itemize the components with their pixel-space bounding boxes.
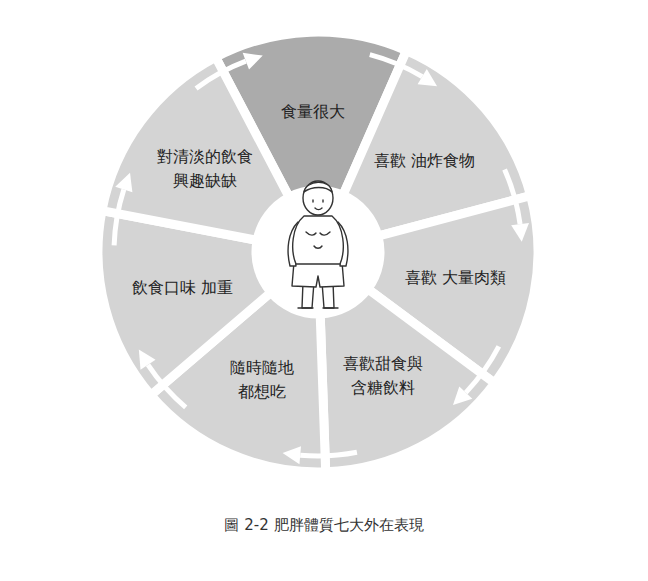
sector-label: 食量很大 xyxy=(262,100,364,124)
arrow-head xyxy=(115,173,132,192)
person-feet xyxy=(298,307,338,308)
person-chest xyxy=(306,232,330,235)
person-body xyxy=(293,216,344,264)
sector-label: 喜歡甜食與 含糖飲料 xyxy=(332,352,434,400)
sector-label: 喜歡 大量肉類 xyxy=(404,266,506,290)
sector-label: 喜歡 油炸食物 xyxy=(373,149,475,173)
cycle-arrow xyxy=(505,169,529,241)
person-face xyxy=(313,200,323,210)
sector-label-box: 食量很大 xyxy=(262,100,364,124)
cycle-arrow xyxy=(453,346,499,405)
person-hair xyxy=(304,182,332,192)
person-figure xyxy=(288,181,348,308)
sector-label-box: 喜歡 油炸食物 xyxy=(373,149,475,173)
arrow-head xyxy=(243,53,263,70)
cycle-arrow xyxy=(114,173,132,246)
sector-label-box: 隨時隨地 都想吃 xyxy=(211,356,313,404)
sector-label-box: 飲食口味 加重 xyxy=(131,276,233,300)
arrow-head xyxy=(453,386,472,405)
sector-label-box: 喜歡甜食與 含糖飲料 xyxy=(332,352,434,400)
sector-label: 隨時隨地 都想吃 xyxy=(211,356,313,404)
arrow-line xyxy=(196,61,246,88)
sector-shape xyxy=(102,57,289,240)
person-navel xyxy=(314,246,322,248)
arrow-line xyxy=(370,55,422,77)
sector-shape xyxy=(320,289,495,472)
arrow-line xyxy=(148,365,186,407)
arrow-line xyxy=(505,169,521,224)
arrow-line xyxy=(114,189,124,245)
cycle-arrow xyxy=(283,446,357,464)
arrow-head xyxy=(511,223,529,242)
cycle-arrow xyxy=(370,55,437,87)
arrow-head xyxy=(418,69,437,86)
sector-label: 對清淡的飲食 興趣缺缺 xyxy=(154,145,256,193)
arrow-head xyxy=(283,446,301,464)
figure-caption: 圖 2-2 肥胖體質七大外在表現 xyxy=(0,516,648,535)
person-head xyxy=(303,181,333,215)
cycle-arrow xyxy=(196,53,263,89)
sector-label-box: 喜歡 大量肉類 xyxy=(404,266,506,290)
sector-label-box: 對清淡的飲食 興趣缺缺 xyxy=(154,145,256,193)
sector-label: 飲食口味 加重 xyxy=(131,276,233,300)
person-shorts xyxy=(292,262,344,287)
arrow-head xyxy=(139,350,156,370)
cycle-arrow xyxy=(139,350,186,408)
arrow-line xyxy=(466,346,499,392)
arrow-line xyxy=(300,452,357,456)
